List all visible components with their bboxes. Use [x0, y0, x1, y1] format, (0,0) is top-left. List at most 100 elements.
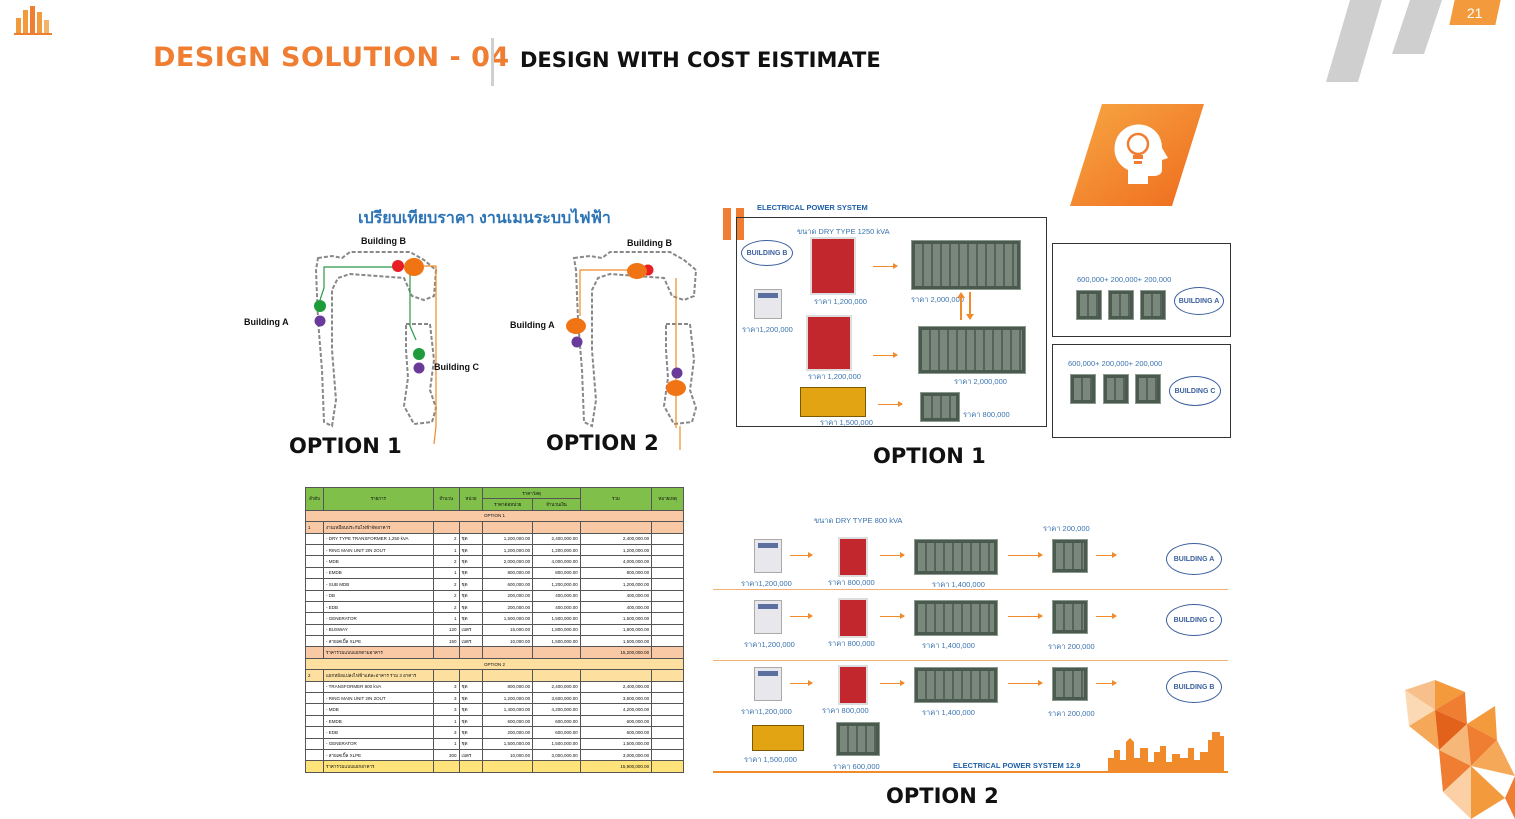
table-cell	[305, 555, 324, 568]
diagram2-title: ELECTRICAL POWER SYSTEM 12.9	[953, 761, 1081, 770]
diagram1-building-a: BUILDING A	[1174, 287, 1224, 315]
table-cell	[579, 521, 653, 534]
table-cell: 400,000.00	[532, 589, 581, 602]
table-cell	[458, 521, 484, 534]
table-cell	[651, 612, 684, 625]
table-cell	[305, 589, 324, 602]
table-cell: 15,900,000.00	[579, 760, 653, 773]
diagram2-xfmr-size: ขนาด DRY TYPE 800 kVA	[814, 516, 903, 525]
section-name-cell: งานเหมือนประกันไฟฟ้าจัดอาคาร	[322, 521, 434, 534]
diagram2-arrow	[1096, 613, 1117, 619]
table-cell: 1,500,000.00	[579, 635, 653, 648]
company-logo	[14, 6, 52, 35]
table-cell	[305, 612, 324, 625]
table-cell: ชุด	[458, 578, 484, 591]
table-cell: 150	[432, 635, 460, 648]
table-cell: 1	[432, 566, 460, 580]
cost-comparison-table: ลำดับ รายการ จำนวน หน่วย ราคาวัสดุ รวม ห…	[305, 486, 684, 773]
plan-option-2-label: OPTION 2	[546, 431, 659, 455]
table-cell	[305, 760, 324, 773]
table-cell	[651, 680, 684, 694]
diagram2-mdb	[914, 600, 998, 636]
diagram2-base-line	[713, 771, 1228, 773]
table-cell	[651, 600, 684, 614]
table-cell: 3	[432, 726, 460, 739]
diagram2-emdb-price: ราคา 600,000	[833, 762, 880, 771]
table-cell: 400,000.00	[579, 589, 653, 602]
diagram2-mdb	[914, 667, 998, 703]
diagram2-sub-panel	[1052, 667, 1088, 701]
table-cell: 3	[432, 703, 460, 716]
table-cell: ชุด	[458, 600, 484, 614]
diagram2-transformer	[838, 598, 868, 638]
col-header-qty: จำนวน	[432, 487, 460, 511]
table-cell: 1,500,000.00	[579, 737, 653, 751]
table-cell	[651, 714, 684, 728]
diagram2-sub-price: ราคา 200,000	[1043, 524, 1090, 533]
table-cell: - SUB MDB	[322, 578, 434, 591]
table-cell: - EDB	[322, 600, 434, 614]
diagram2-sub-panel	[1052, 600, 1088, 634]
table-cell	[651, 566, 684, 580]
table-cell: 15,000.00	[482, 623, 534, 637]
table-cell: 2	[432, 578, 460, 591]
table-cell: - GENERATOR	[322, 612, 434, 625]
decorative-slashes	[1326, 0, 1442, 82]
table-cell	[305, 623, 324, 637]
diagram-option-2-label: OPTION 2	[886, 784, 999, 808]
table-cell: 400,000.00	[532, 600, 581, 614]
table-cell: ชุด	[458, 555, 484, 568]
table-cell	[305, 566, 324, 580]
table-cell: - DRY TYPE TRANSFORMER 1,250 kVA	[322, 532, 434, 545]
table-cell: 200,000.00	[482, 726, 534, 739]
diagram2-arrow	[790, 613, 813, 619]
diagram2-mdb-price: ราคา 1,400,000	[922, 708, 975, 717]
table-cell: 1,500,000.00	[532, 635, 581, 648]
table-cell	[651, 646, 684, 659]
table-cell	[651, 521, 684, 534]
city-skyline-graphic	[1108, 732, 1224, 772]
table-cell: ชุด	[458, 703, 484, 716]
diagram2-row-divider-1	[713, 589, 1228, 590]
table-cell	[651, 635, 684, 648]
diagram2-row-divider-2	[713, 660, 1228, 661]
table-cell	[482, 521, 534, 534]
diagram1-gen-price: ราคา 1,500,000	[820, 418, 873, 427]
table-cell	[305, 543, 324, 557]
table-cell: 1,200,000.00	[482, 543, 534, 557]
table-cell	[305, 703, 324, 716]
table-cell	[651, 703, 684, 716]
table-cell	[532, 521, 581, 534]
table-cell: ชุด	[458, 543, 484, 557]
table-cell	[458, 646, 484, 659]
diagram2-ups	[754, 667, 782, 701]
table-cell	[305, 680, 324, 694]
table-cell	[651, 555, 684, 568]
col-header-total: รวม	[579, 487, 653, 511]
plan1-building-a-label: Building A	[244, 317, 289, 327]
option1-label-cell: OPTION 1	[305, 509, 684, 523]
table-cell: - สายเคเบิ้ล XLPE	[322, 748, 434, 762]
table-row-option1-label: OPTION 1	[305, 509, 684, 523]
table-cell: 3,600,000.00	[579, 692, 653, 705]
table-cell: 600,000.00	[579, 714, 653, 728]
diagram1-xfmr-price-2: ราคา 1,200,000	[808, 372, 861, 381]
diagram2-gen-price: ราคา 1,500,000	[744, 755, 797, 764]
diagram2-arrow	[1096, 680, 1117, 686]
col-header-material: ราคาวัสดุ	[482, 486, 581, 500]
table-cell	[651, 589, 684, 602]
diagram2-arrow	[1096, 552, 1117, 558]
table-cell: 10,000.00	[482, 635, 534, 648]
header-divider	[491, 38, 494, 86]
diagram2-transformer	[838, 665, 868, 705]
diagram2-mdb	[914, 539, 998, 575]
diagram2-mdb-price: ราคา 1,400,000	[922, 641, 975, 650]
table-cell: 200,000.00	[482, 600, 534, 614]
plan-option-1-label: OPTION 1	[289, 434, 402, 458]
table-cell	[432, 521, 460, 534]
